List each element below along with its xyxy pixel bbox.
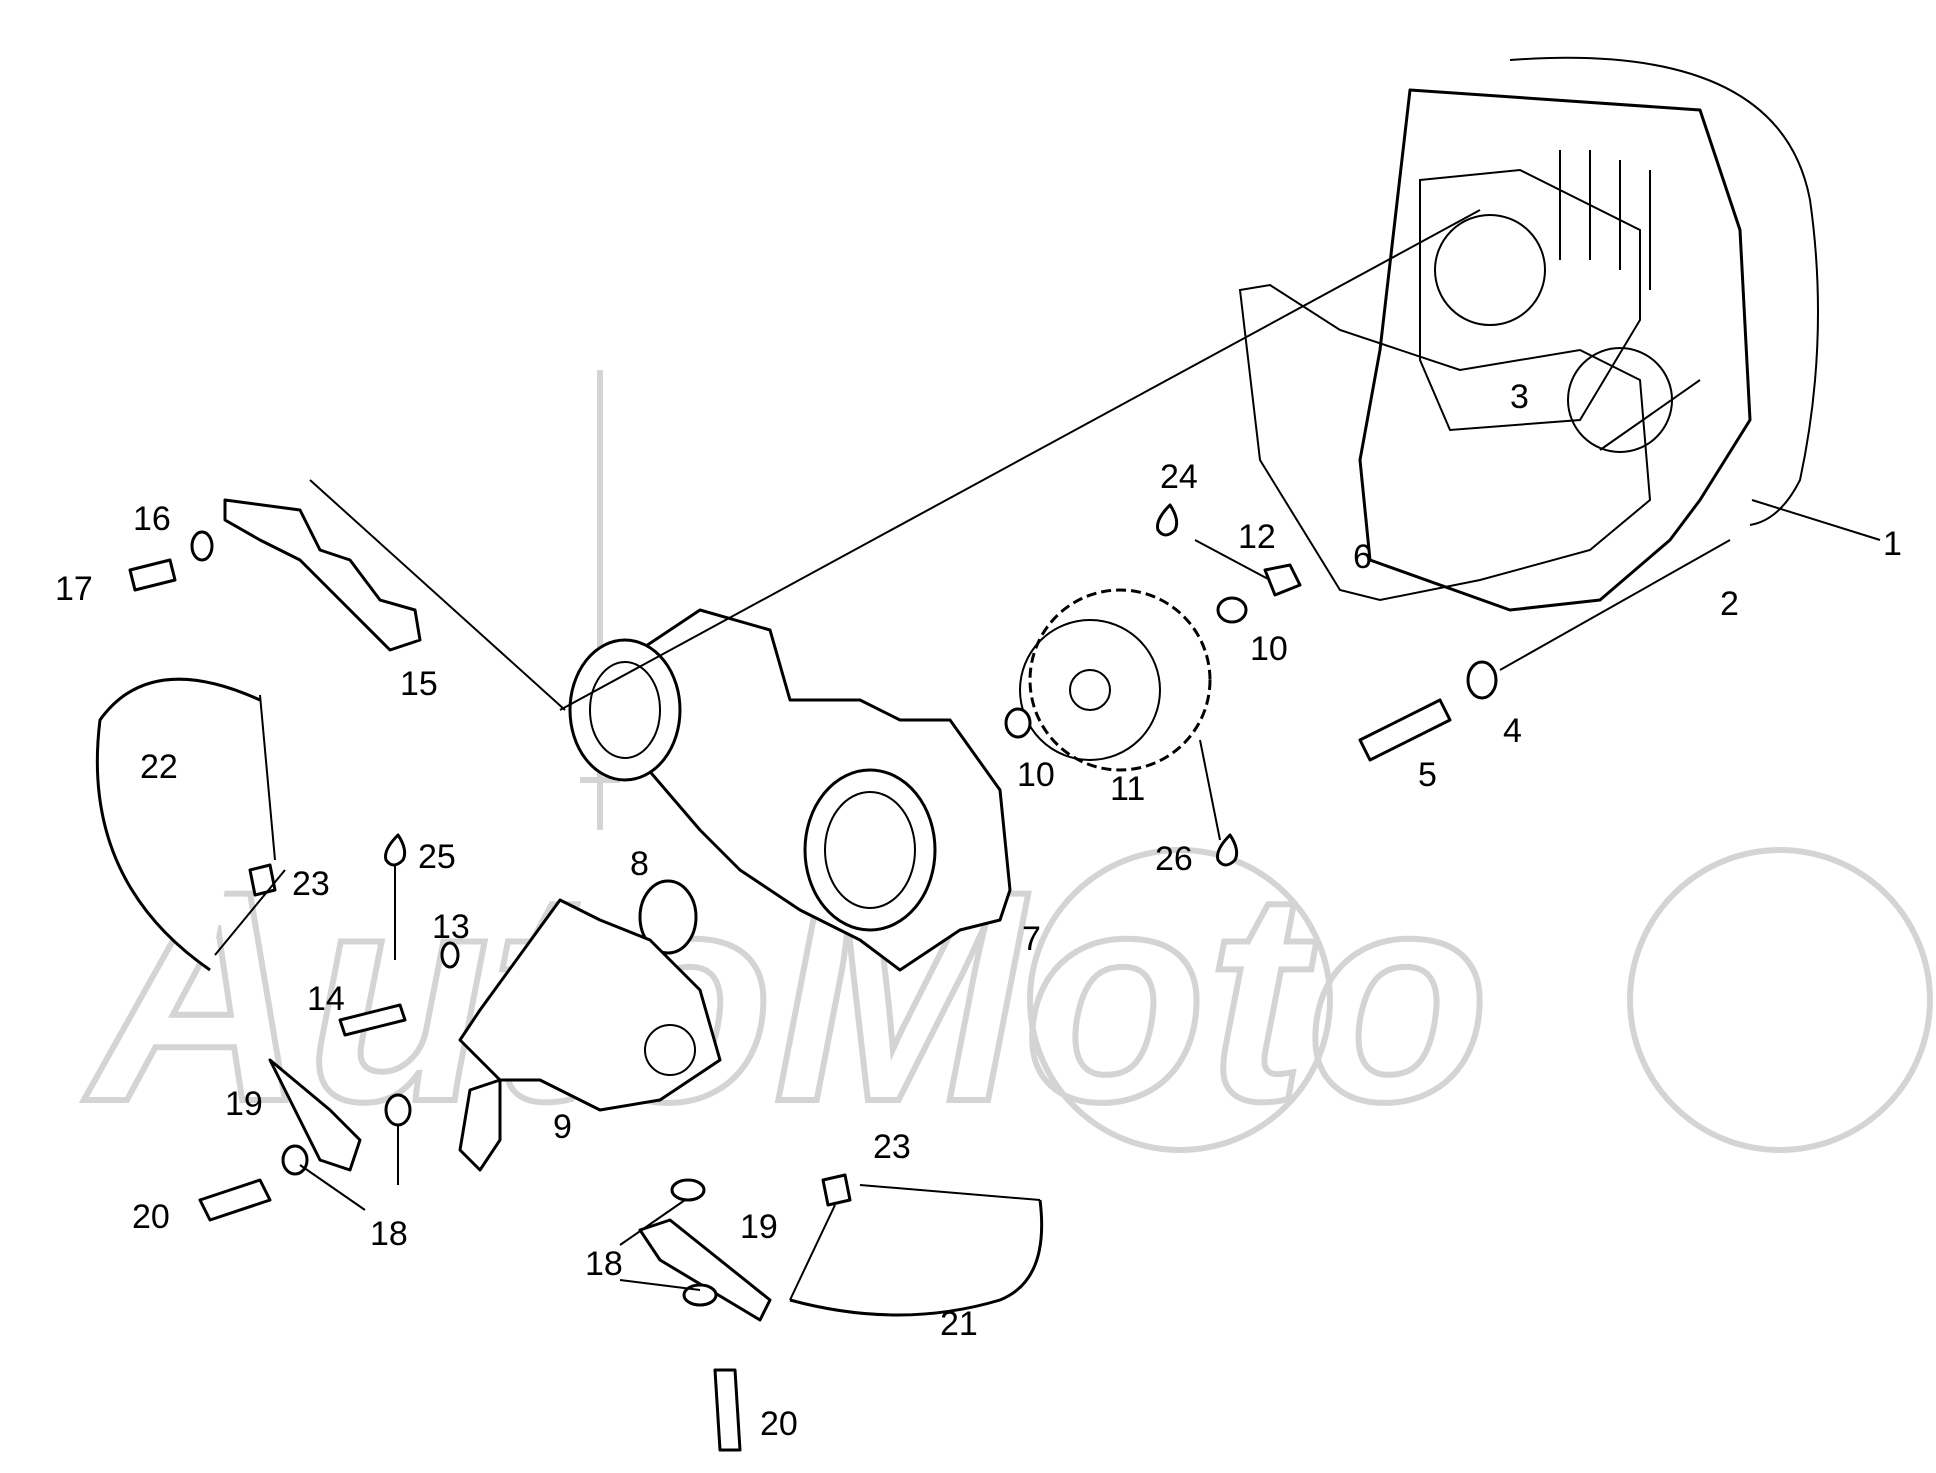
washer-18c (670, 1178, 706, 1202)
callout-10-lower: 10 (1017, 756, 1055, 794)
washer-16 (190, 530, 214, 562)
callout-18-lower: 18 (585, 1245, 623, 1283)
callout-26: 26 (1155, 840, 1193, 878)
droplet-26 (1216, 833, 1239, 867)
callout-14: 14 (307, 980, 345, 1018)
bolt-20a (198, 1178, 272, 1222)
callout-1: 1 (1883, 525, 1902, 563)
crankcase-cover (1358, 56, 1819, 612)
drive-gear (1019, 588, 1212, 772)
callout-6: 6 (1353, 538, 1372, 576)
callout-18-left: 18 (370, 1215, 408, 1253)
callout-21: 21 (940, 1305, 978, 1343)
clip-23b (821, 1173, 852, 1207)
banjo-19b (638, 1218, 772, 1322)
bolt-17 (128, 558, 177, 592)
hoses (95, 677, 1044, 1317)
callout-22: 22 (140, 748, 178, 786)
droplet-24 (1156, 503, 1179, 537)
droplet-25 (384, 833, 407, 867)
watermark-wheel-left (1027, 847, 1333, 1153)
callout-8: 8 (630, 845, 649, 883)
pump-housing (568, 608, 1012, 972)
callout-23-lower: 23 (873, 1128, 911, 1166)
watermark-wheel-right (1627, 847, 1933, 1153)
callout-20-lower: 20 (760, 1405, 798, 1443)
washer-10a (1216, 596, 1248, 624)
nut-12 (1263, 563, 1302, 597)
o-ring (638, 879, 698, 955)
washer-18a (384, 1093, 412, 1127)
hose-21 (789, 1199, 1044, 1317)
callout-3: 3 (1510, 378, 1529, 416)
callout-10-upper: 10 (1250, 630, 1288, 668)
callout-19-left: 19 (225, 1085, 263, 1123)
callout-20-left: 20 (132, 1198, 170, 1236)
callout-13: 13 (432, 908, 470, 946)
callout-19-lower: 19 (740, 1208, 778, 1246)
callout-25: 25 (418, 838, 456, 876)
leader-lines (214, 209, 1881, 1301)
callout-labels: 1 2 3 4 5 6 7 8 9 10 10 11 12 13 14 15 1… (55, 378, 1902, 1443)
callout-17: 17 (55, 570, 93, 608)
banjo-19a (268, 1058, 362, 1172)
callout-12: 12 (1238, 518, 1276, 556)
clip-23a (248, 863, 277, 897)
oil-pump (458, 898, 722, 1172)
fasteners (128, 530, 1498, 1452)
washer-13 (440, 941, 460, 969)
washer-4 (1466, 660, 1498, 700)
callout-15: 15 (400, 665, 438, 703)
callout-23-left: 23 (292, 865, 330, 903)
screw-5 (1358, 698, 1452, 762)
washer-10b (1004, 707, 1032, 739)
hose-22 (95, 677, 261, 972)
bracket (223, 498, 422, 652)
callout-7: 7 (1022, 920, 1041, 958)
callout-11: 11 (1110, 770, 1145, 808)
callout-16: 16 (133, 500, 171, 538)
gasket (1238, 283, 1652, 602)
sealant-markers (384, 503, 1239, 867)
screw-14 (338, 1003, 407, 1037)
washer-18b (281, 1144, 309, 1176)
bolt-20b (713, 1368, 742, 1452)
callout-24: 24 (1160, 458, 1198, 496)
callout-4: 4 (1503, 712, 1522, 750)
callout-5: 5 (1418, 756, 1437, 794)
callout-2: 2 (1720, 585, 1739, 623)
callout-9: 9 (553, 1108, 572, 1146)
